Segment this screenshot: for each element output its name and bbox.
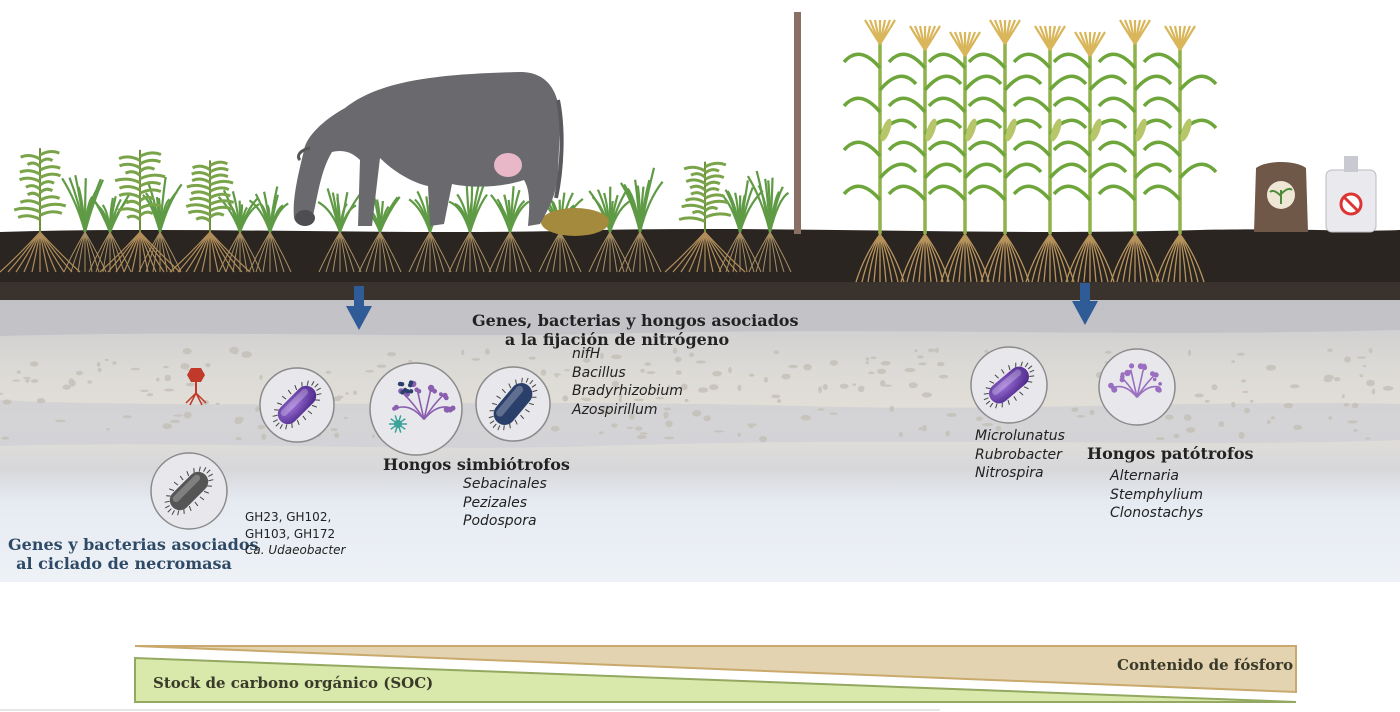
corn-plant-icon	[1097, 19, 1173, 283]
soc-wedge	[134, 656, 1297, 703]
crop-bacteria-taxa-list: Microlunatus Rubrobacter Nitrospira	[975, 427, 1065, 483]
necromass-title-line1: Genes y bacterias asociados	[8, 535, 259, 554]
symbiotroph-taxon: Podospora	[463, 513, 537, 529]
necromass-genes-line1: GH23, GH102,	[245, 510, 332, 524]
corn-plant-icon	[842, 19, 918, 283]
necromass-genes-line2: GH103, GH172	[245, 526, 336, 541]
grass-plant-icon	[248, 186, 292, 273]
pathotroph-taxon: Stemphylium	[1110, 486, 1203, 503]
corn-plant-icon	[1052, 31, 1128, 283]
fertilizer-bag-icon	[1254, 162, 1308, 232]
grass-plant-icon	[217, 189, 262, 273]
pesticide-jug-icon	[1325, 156, 1377, 233]
phosphorus-label: Contenido de fósforo	[1117, 656, 1294, 674]
corn-plant-icon	[927, 31, 1003, 283]
grass-plant-icon	[317, 188, 364, 273]
nitrogen-taxon: nifH	[572, 346, 601, 362]
down-arrow-icon	[346, 286, 372, 330]
symbiotroph-taxon: Pezizales	[463, 494, 528, 511]
pathotroph-taxon: Clonostachys	[1110, 505, 1204, 521]
grass-plant-icon	[488, 186, 532, 273]
corn-plant-icon	[967, 19, 1043, 283]
fungus-icon	[369, 362, 463, 456]
crop-bacteria-taxon: Microlunatus	[975, 428, 1065, 444]
grass-plant-icon	[718, 180, 764, 273]
nitrogen-taxon: Bradyrhizobium	[572, 383, 683, 399]
phosphorus-wedge	[134, 645, 1297, 694]
pathotrophs-taxa-list: Alternaria Stemphylium Clonostachys	[1110, 467, 1203, 523]
symbiotrophs-title: Hongos simbiótrofos	[383, 455, 570, 474]
dung-icon	[541, 208, 609, 236]
nitrogen-title-line1: Genes, bacterias y hongos asociados	[472, 311, 799, 330]
grass-plant-icon	[746, 170, 792, 273]
nitrogen-title: Genes, bacterias y hongos asociados a la…	[472, 311, 799, 349]
grass-plant-icon	[618, 167, 664, 273]
pathotroph-taxon: Alternaria	[1110, 468, 1180, 484]
grass-plant-icon	[664, 161, 746, 273]
bacterium-icon	[475, 366, 551, 442]
crop-bacteria-taxon: Rubrobacter	[975, 446, 1062, 463]
necromass-title: Genes y bacterias asociados al ciclado d…	[8, 535, 259, 573]
necromass-title-line2: al ciclado de necromasa	[16, 554, 232, 573]
necromass-genes: GH23, GH102, GH103, GH172 Ca. Udaeobacte…	[245, 509, 345, 559]
grass-plant-icon	[169, 160, 251, 273]
symbiotrophs-taxa-list: Sebacinales Pezizales Podospora	[463, 475, 547, 531]
crop-bacteria-taxon: Nitrospira	[975, 465, 1044, 481]
pathotrophs-title: Hongos patótrofos	[1087, 444, 1254, 463]
fence-post-icon	[794, 12, 801, 234]
cow-icon	[293, 72, 564, 226]
grass-plant-icon	[0, 148, 81, 273]
down-arrow-icon	[1072, 283, 1098, 325]
necromass-taxon: Ca. Udaeobacter	[245, 543, 346, 557]
bacterium-icon	[259, 367, 335, 443]
grass-plant-icon	[61, 174, 107, 273]
soc-label: Stock de carbono orgánico (SOC)	[153, 674, 434, 692]
grass-plant-icon	[448, 181, 492, 273]
corn-plant-icon	[887, 25, 963, 283]
bacteriophage-icon	[185, 368, 207, 406]
bacterium-icon	[970, 346, 1048, 424]
grass-plant-icon	[99, 149, 181, 273]
symbiotroph-taxon: Sebacinales	[463, 476, 547, 492]
nitrogen-taxon: Azospirillum	[572, 401, 658, 418]
nitrogen-taxon: Bacillus	[572, 364, 626, 381]
nitrogen-title-line2: a la fijación de nitrógeno	[504, 330, 730, 349]
bacterium-icon	[150, 452, 228, 530]
nitrogen-taxa-list: nifH Bacillus Bradyrhizobium Azospirillu…	[572, 345, 683, 419]
fungus-icon	[1098, 348, 1176, 426]
corn-plant-icon	[1012, 25, 1088, 283]
corn-plant-icon	[1142, 25, 1218, 283]
grass-plant-icon	[88, 192, 132, 273]
